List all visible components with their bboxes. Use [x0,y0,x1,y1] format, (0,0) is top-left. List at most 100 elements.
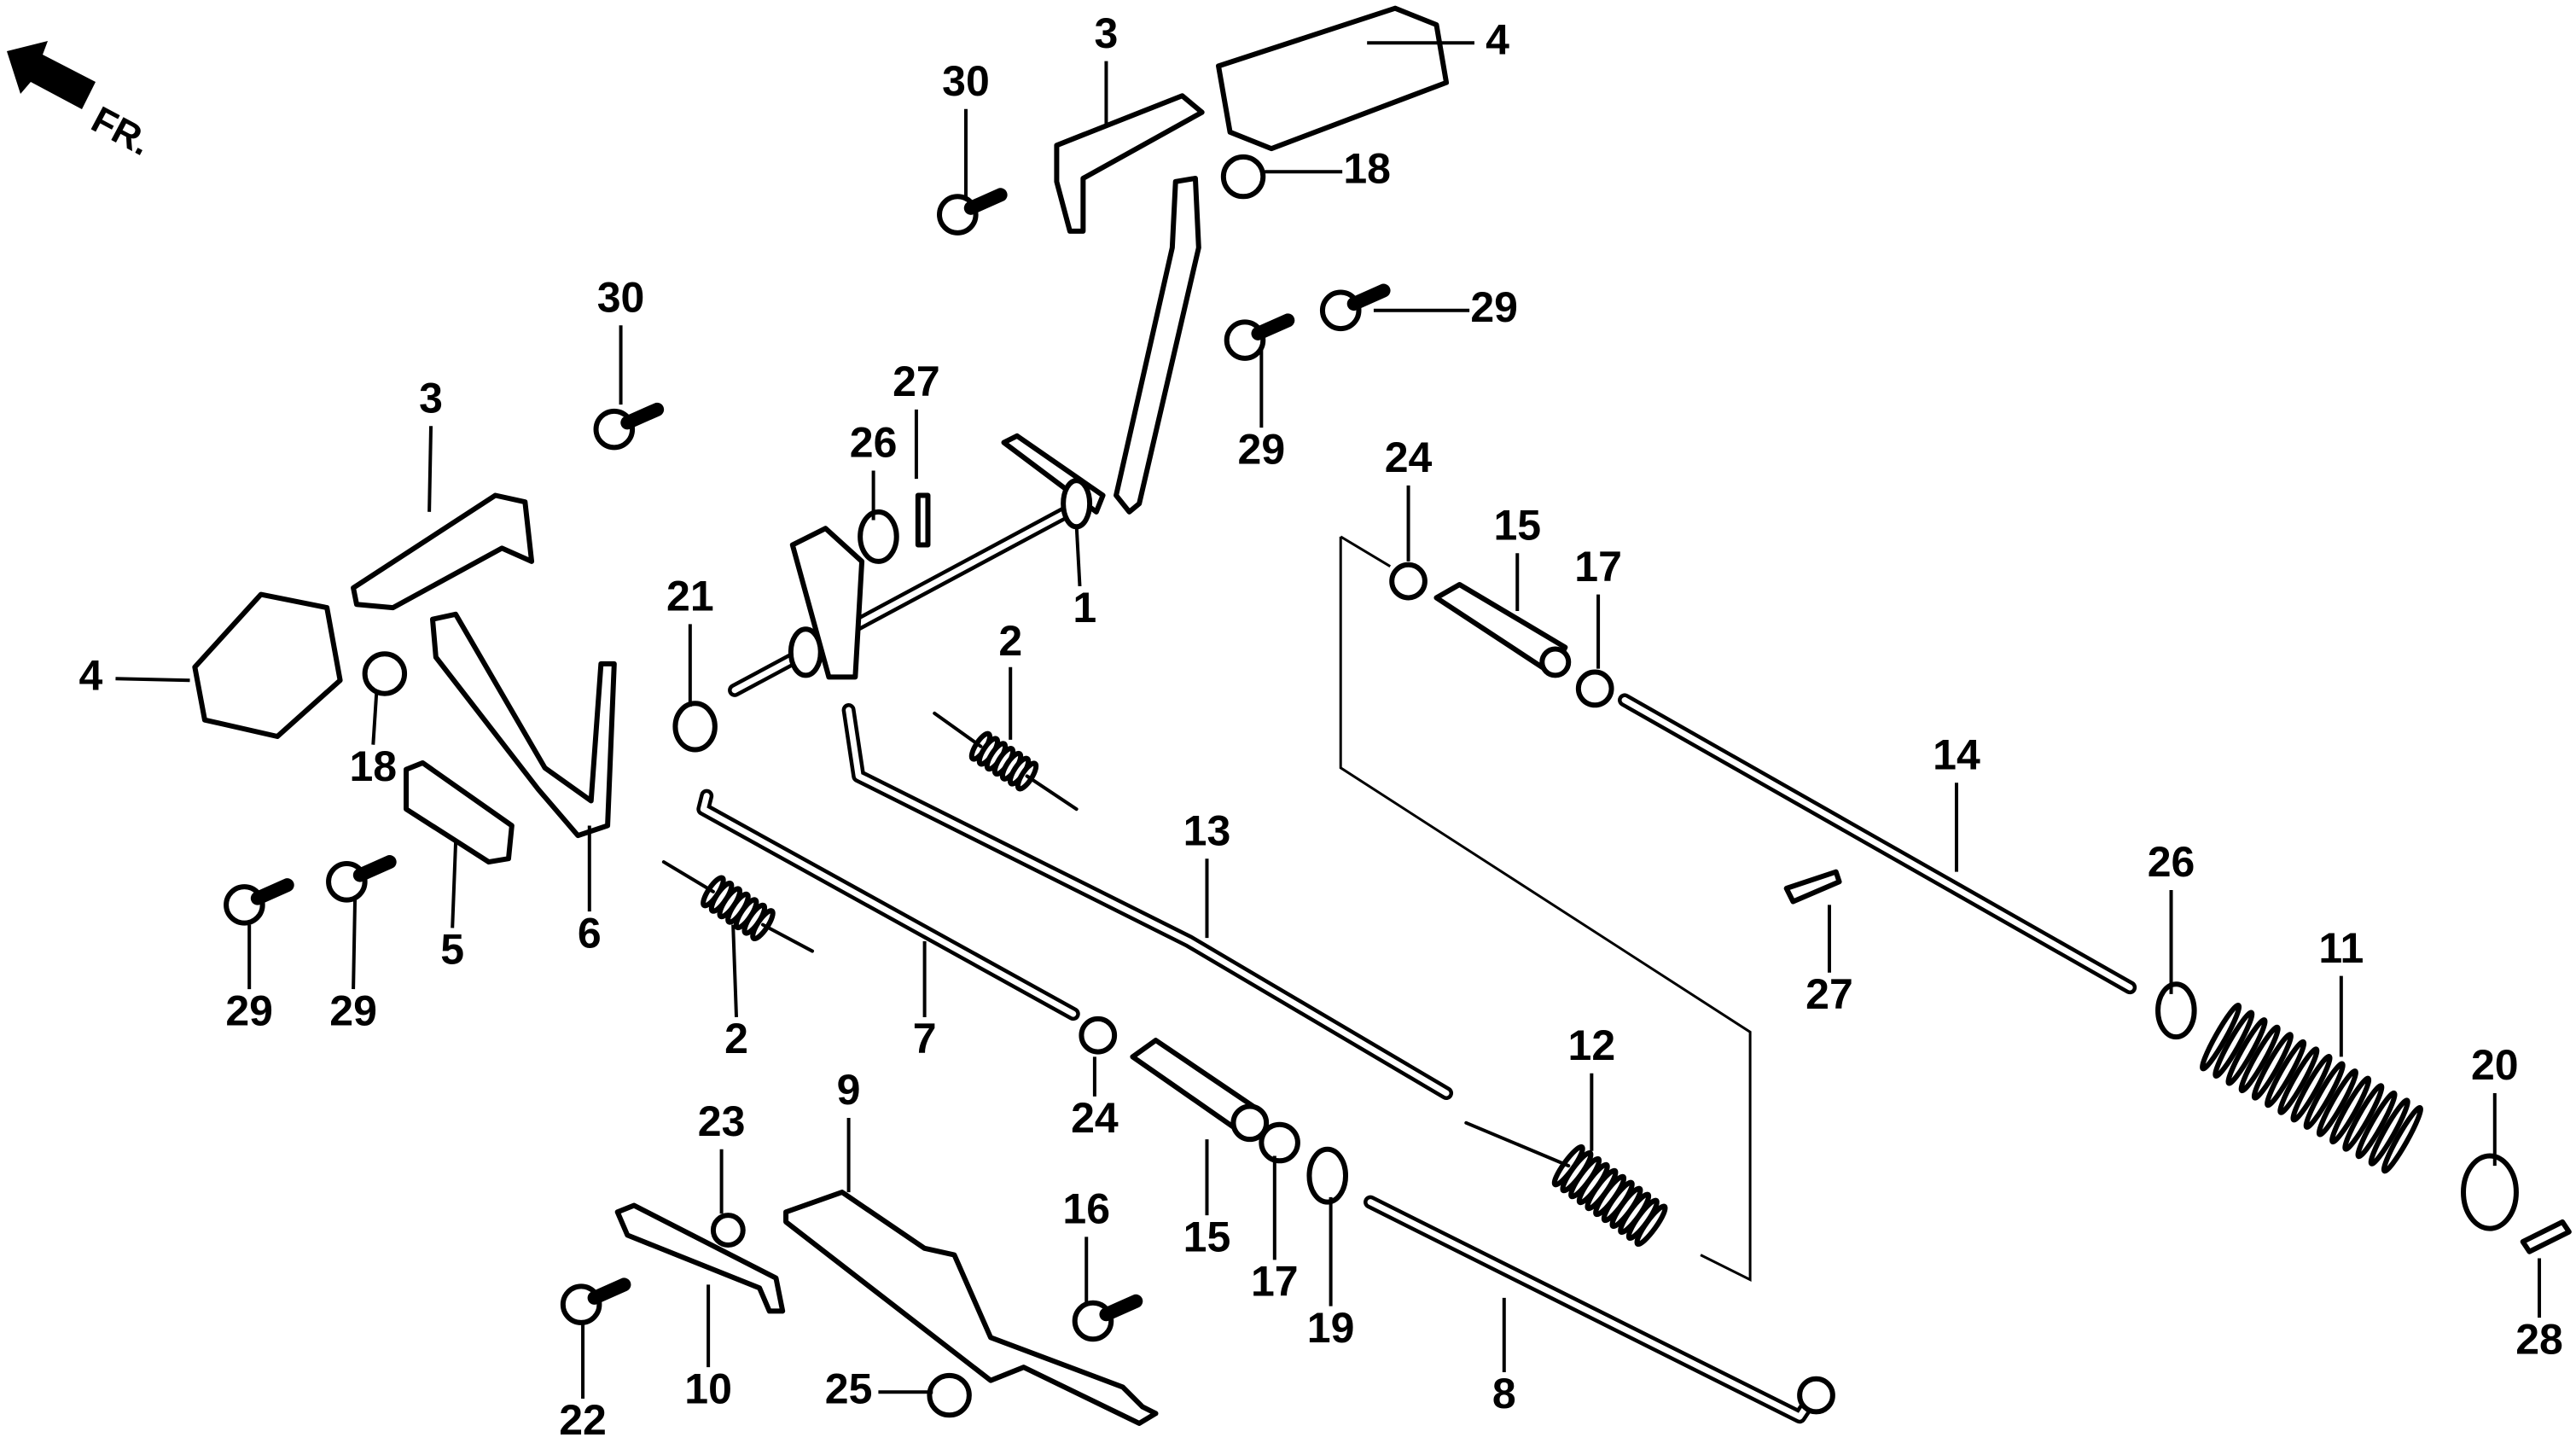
callout-29-bolt: 29 [1238,425,1286,473]
stay-10 [614,1202,786,1314]
callout-29-bolt: 29 [1470,283,1518,331]
parts-layer [192,5,2572,1426]
callout-15-collar: 15 [1183,1213,1231,1260]
callout-1-brake-pedal-shaft-arm: 1 [1073,584,1096,631]
cotter-pin-27-lower [1783,869,1842,905]
callout-11-compression-spring: 11 [2318,924,2364,972]
callout-19-washer: 19 [1307,1304,1355,1352]
bolt-29-left-a-shank [250,878,294,905]
bolt-22-shank [587,1277,631,1305]
callout-17-nut: 17 [1251,1258,1299,1306]
assembly-guide-frame-top [1340,535,1392,567]
spring-seat-20 [2461,1153,2519,1231]
callout-27-cotter-pin: 27 [1806,970,1853,1018]
rod-14-highlight [1621,696,2133,991]
callout-3-pedal-arm: 3 [419,374,443,422]
callout-28-pin: 28 [2515,1315,2563,1363]
front-arrow-marker: FR. [7,41,158,164]
nut-17-lower [1259,1121,1300,1164]
leader-line-2 [731,924,739,1018]
callout-29-bolt: 29 [225,986,273,1034]
arm-1 [1114,175,1201,515]
leader-line-18 [371,693,379,745]
callout-2-return-spring: 2 [998,617,1022,665]
leader-line-1 [1074,525,1082,587]
callout-26-washer: 26 [2148,838,2195,886]
nut-18-left [362,651,408,696]
nut-24-lower [1079,1015,1118,1055]
callout-5-plate: 5 [440,926,464,974]
compression-spring-11 [2200,1002,2423,1174]
bolt-29-top-right-shank [1346,283,1391,311]
bolt-29-mid-shank [1251,313,1295,340]
return-spring-2-lower [701,875,776,942]
nut-24-upper [1389,562,1428,601]
callout-21-collar: 21 [666,573,714,620]
washer-26-left [858,509,899,564]
bracket-9 [783,1190,1159,1426]
callout-4-pedal-rubber: 4 [1486,16,1509,64]
cotter-pin-27-upper [915,492,931,548]
assembly-guide-frame [1339,536,1752,1283]
nut-23 [710,1213,746,1248]
plate-5 [404,759,515,865]
leader-lines [115,41,2542,1399]
return-spring-2-upper [968,730,1039,792]
leader-line-4 [115,677,190,683]
callout-30-bolt: 30 [597,273,645,321]
callout-12-tension-spring: 12 [1568,1021,1616,1069]
bolt-30-top-shank [963,188,1008,215]
tension-spring-12 [1551,1143,1668,1248]
callout-14-rod: 14 [1933,730,1980,778]
callout-9-bracket: 9 [837,1066,861,1114]
callout-13-rod: 13 [1183,806,1231,854]
nut-18-top [1220,154,1266,200]
callout-18-nut: 18 [1343,144,1391,192]
washer-26-right [2155,981,2197,1040]
front-arrow-icon [7,41,96,109]
pedal-rubber-4-left [192,591,343,740]
leader-line-3 [427,426,433,512]
pedal-rubber-4-top [1216,5,1450,152]
callout-4-pedal-rubber: 4 [79,651,103,699]
rod-7-highlight [700,793,1077,1017]
callout-26-washer: 26 [850,419,898,467]
callout-24-nut: 24 [1385,434,1433,481]
collar-21 [672,701,718,753]
rod-13 [841,703,1454,1100]
callout-17-nut: 17 [1574,543,1622,591]
pin-28 [2520,1219,2572,1254]
pedal-arm-3-left [351,492,535,611]
callout-20-spring-seat: 20 [2471,1041,2519,1089]
leader-line-5 [451,841,458,928]
rod-13-highlight [846,707,1450,1097]
callout-2-return-spring: 2 [724,1015,748,1062]
callout-15-collar: 15 [1493,501,1541,549]
callout-3-pedal-arm: 3 [1095,9,1119,57]
fr-label: FR. [84,99,158,165]
washer-19 [1306,1146,1349,1205]
bolt-30-left-shank [620,402,665,430]
nut-17-upper [1575,669,1614,708]
nut-25 [927,1372,972,1418]
pedal-arm-3-top [1054,93,1205,234]
callout-25-nut: 25 [825,1365,873,1412]
shaft-1-highlight [731,505,1077,694]
bolt-29-left-b-shank [352,855,397,882]
callout-10-stay: 10 [684,1365,732,1412]
callout-23-nut: 23 [698,1097,746,1145]
callout-22-bolt: 22 [559,1396,607,1444]
bolt-16-shank [1099,1294,1143,1322]
callout-7-rod: 7 [913,1015,937,1062]
collar-15-lower-end [1230,1103,1270,1143]
callout-27-cotter-pin: 27 [893,358,940,405]
callout-6-pedal-bracket: 6 [578,909,602,957]
callout-8-rod: 8 [1492,1370,1516,1417]
boss-1 [1061,478,1093,530]
rod-8-knob [1797,1376,1835,1415]
callout-16-bolt: 16 [1062,1184,1110,1232]
callout-24-nut: 24 [1071,1094,1119,1142]
pedal-bracket-6 [429,611,617,839]
